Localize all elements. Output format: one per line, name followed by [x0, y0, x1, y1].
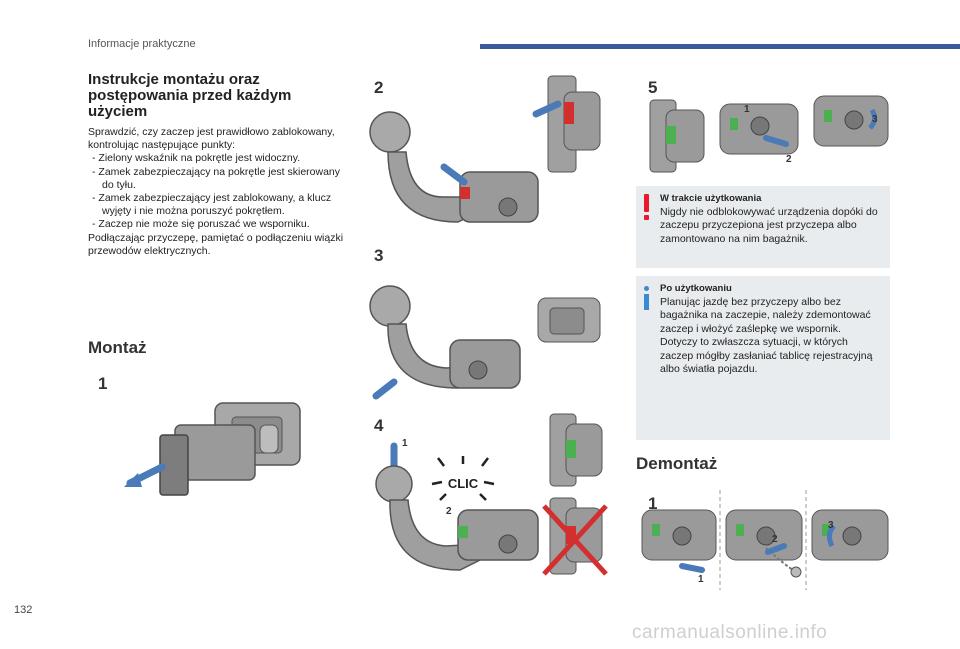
- instructions-body: Sprawdzić, czy zaczep jest prawidłowo za…: [88, 126, 348, 258]
- step-number: 2: [374, 78, 384, 97]
- instructions-point: - Zielony wskaźnik na pokrętle jest wido…: [92, 152, 301, 165]
- warning-icon: [644, 194, 650, 220]
- info-text: Planując jazdę bez przyczepy albo bez ba…: [660, 296, 873, 376]
- instructions-intro: Sprawdzić, czy zaczep jest prawidłowo za…: [88, 126, 335, 152]
- step-number: 3: [374, 246, 384, 265]
- instructions-title: Instrukcje montażu oraz postępowania prz…: [88, 71, 292, 120]
- page-number: 132: [14, 604, 33, 616]
- demontaz-callout: 3: [828, 520, 834, 531]
- warning-box: W trakcie użytkowania Nigdy nie odblokow…: [636, 186, 890, 268]
- step5-callout: 2: [786, 154, 792, 165]
- info-box: Po użytkowaniu Planując jazdę bez przycz…: [636, 276, 890, 440]
- step5-callout: 1: [744, 104, 750, 115]
- step2-illustration: [369, 75, 601, 223]
- demontaz-title: Demontaż: [636, 454, 718, 473]
- instructions-point: - Zamek zabezpieczający jest zablokowany…: [92, 192, 332, 218]
- step1-illustration: [124, 402, 301, 496]
- demontaz-callout: 1: [698, 574, 704, 585]
- montaz-title: Montaż: [88, 338, 147, 357]
- instructions-outro: Podłączając przyczepę, pamiętać o podłąc…: [88, 231, 344, 257]
- info-title: Po użytkowaniu: [660, 283, 732, 294]
- header-bar: [480, 44, 960, 49]
- watermark: carmanualsonline.info: [632, 622, 828, 643]
- section-label: Informacje praktyczne: [88, 38, 196, 50]
- instructions-point: - Zamek zabezpieczający na pokrętle jest…: [92, 165, 341, 191]
- warning-title: W trakcie użytkowania: [660, 193, 762, 204]
- demontaz-illustration: [641, 490, 889, 590]
- info-icon: [644, 286, 650, 312]
- step5-illustration: [649, 95, 889, 173]
- clic-text: CLIC: [448, 476, 479, 491]
- instructions-point: - Zaczep nie może się poruszać we wsporn…: [92, 218, 310, 231]
- step4-callout: 2: [446, 506, 452, 517]
- step3-illustration: [369, 285, 601, 400]
- step5-callout: 3: [872, 114, 878, 125]
- step-number: 4: [374, 416, 384, 435]
- step-number: 1: [648, 494, 658, 513]
- demontaz-callout: 2: [772, 534, 778, 545]
- step4-illustration: CLIC: [375, 413, 608, 576]
- step-number: 5: [648, 78, 658, 97]
- step4-callout: 1: [402, 438, 408, 449]
- step-number: 1: [98, 374, 108, 393]
- warning-text: Nigdy nie odblokowywać urządzenia dopóki…: [660, 206, 878, 245]
